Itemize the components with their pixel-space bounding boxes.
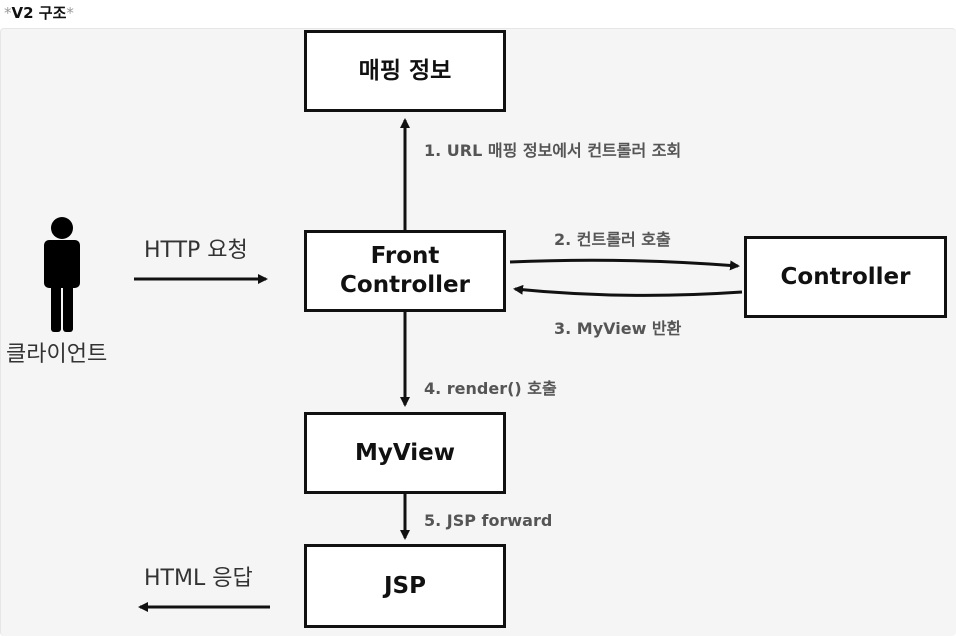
title-text: V2 구조 bbox=[11, 4, 67, 22]
step2-label: 2. 컨트롤러 호출 bbox=[554, 230, 671, 249]
diagram-canvas bbox=[0, 28, 956, 636]
http-request-label: HTTP 요청 bbox=[144, 238, 248, 263]
front-controller-label-line1: Front bbox=[370, 243, 440, 270]
person-icon bbox=[44, 217, 80, 332]
page-title: *V2 구조* bbox=[4, 2, 74, 23]
jsp-box: JSP bbox=[304, 544, 506, 628]
step5-label: 5. JSP forward bbox=[424, 511, 553, 530]
call-controller-arrow bbox=[509, 258, 740, 271]
step1-label: 1. URL 매핑 정보에서 컨트롤러 조회 bbox=[424, 141, 682, 160]
mapping-info-label: 매핑 정보 bbox=[358, 57, 452, 84]
front-controller-box: Front Controller bbox=[304, 230, 506, 312]
html-response-label: HTML 응답 bbox=[144, 566, 253, 591]
front-controller-label-line2: Controller bbox=[340, 272, 470, 298]
return-myview-arrow bbox=[513, 284, 743, 297]
controller-label: Controller bbox=[780, 263, 911, 290]
title-star-left: * bbox=[4, 4, 12, 22]
step4-label: 4. render() 호출 bbox=[424, 379, 557, 398]
step3-label: 3. MyView 반환 bbox=[554, 319, 682, 338]
client-label: 클라이언트 bbox=[6, 342, 108, 367]
title-star-right: * bbox=[66, 4, 74, 22]
controller-box: Controller bbox=[744, 236, 947, 318]
myview-box: MyView bbox=[304, 412, 506, 494]
jsp-label: JSP bbox=[384, 572, 426, 599]
myview-label: MyView bbox=[354, 439, 455, 466]
mapping-info-box: 매핑 정보 bbox=[304, 30, 506, 112]
